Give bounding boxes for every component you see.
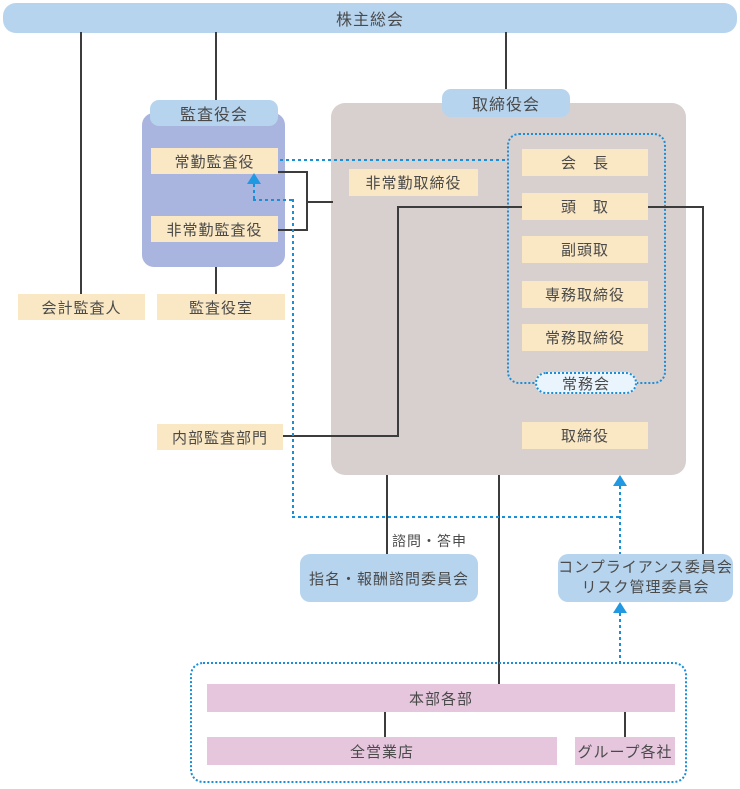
internal-audit-line xyxy=(283,435,398,437)
accounting-auditor-box: 会計監査人 xyxy=(18,294,145,320)
board-tab: 取締役会 xyxy=(442,89,570,117)
dotted-standing-auditor-to-executives xyxy=(280,159,508,161)
bracket-standing-auditor xyxy=(278,171,308,173)
audit-office-box: 監査役室 xyxy=(157,294,285,320)
nonstanding-auditor-box: 非常勤監査役 xyxy=(151,216,278,242)
deputy-president-box: 副頭取 xyxy=(522,236,648,263)
hq-branches-connector xyxy=(384,712,386,737)
dotted-seg-under-arrow xyxy=(253,184,255,201)
chairman-box: 会 長 xyxy=(522,149,648,176)
group-companies-bar: グループ各社 xyxy=(575,737,675,765)
operations-dashed-group xyxy=(190,662,687,783)
president-right-line xyxy=(648,206,704,208)
standing-auditor-box: 常勤監査役 xyxy=(151,148,278,174)
audit-board-panel xyxy=(142,113,285,267)
compliance-committee-line2: リスク管理委員会 xyxy=(581,579,710,596)
bracket-to-board-panel xyxy=(306,201,333,203)
headquarters-bar: 本部各部 xyxy=(207,684,675,712)
nomination-committee-box: 指名・報酬諮問委員会 xyxy=(300,554,478,602)
nonexecutive-director-box: 非常勤取締役 xyxy=(349,169,478,196)
dotted-long-vertical xyxy=(292,199,294,517)
all-branches-bar: 全営業店 xyxy=(207,737,557,765)
internal-audit-box: 内部監査部門 xyxy=(157,424,283,450)
compliance-committee-box: コンプライアンス委員会 リスク管理委員会 xyxy=(558,554,733,602)
dotted-compliance-to-board xyxy=(619,486,621,554)
board-headquarters-line xyxy=(498,475,500,684)
president-left-line xyxy=(398,206,522,208)
hq-group-connector xyxy=(624,712,626,737)
connector-audit-board-office xyxy=(215,267,217,294)
dotted-arrow-into-standing-auditor xyxy=(247,173,261,184)
compliance-committee-line1: コンプライアンス委員会 xyxy=(558,559,733,576)
connector-shareholders-board xyxy=(505,32,507,89)
president-internal-audit-vertical xyxy=(397,206,399,437)
president-compliance-vertical xyxy=(702,206,704,554)
connector-shareholders-audit-board xyxy=(215,32,217,100)
dotted-operations-to-compliance xyxy=(619,613,621,662)
managing-committee-oval: 常務会 xyxy=(535,372,637,394)
board-nomination-line xyxy=(386,475,388,554)
president-box: 頭 取 xyxy=(522,193,648,220)
managing-director-box: 常務取締役 xyxy=(522,324,648,351)
director-box: 取締役 xyxy=(522,422,648,449)
dotted-arrow-into-compliance xyxy=(613,602,627,613)
dotted-long-horizontal xyxy=(292,516,620,518)
dotted-seg-horizontal-upper xyxy=(253,199,293,201)
senior-managing-director-box: 専務取締役 xyxy=(522,281,648,308)
advisory-note: 諮問・答申 xyxy=(392,533,467,549)
dotted-arrow-into-board xyxy=(613,475,627,486)
audit-board-tab: 監査役会 xyxy=(150,100,278,126)
shareholders-meeting-bar: 株主総会 xyxy=(3,3,737,33)
connector-shareholders-accounting-auditor xyxy=(80,32,82,294)
